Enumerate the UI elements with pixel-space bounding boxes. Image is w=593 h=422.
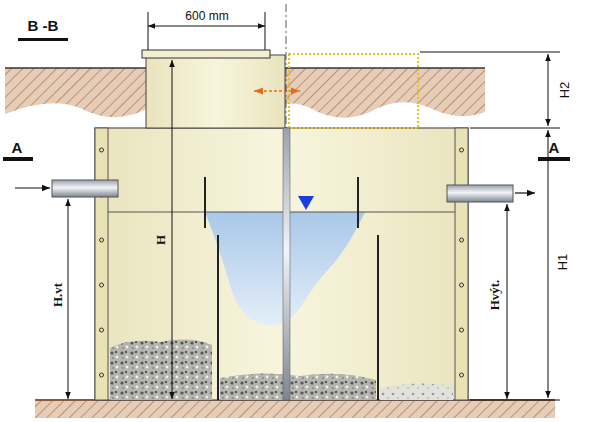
dimension-label: 600 mm	[185, 10, 228, 22]
section-marker: A	[12, 140, 23, 155]
section-marker: A	[549, 140, 560, 155]
dimension-label: H.vt	[51, 283, 64, 307]
dimension-label: H2	[558, 82, 571, 99]
section-label: B -B	[28, 18, 59, 33]
dimension-label: H	[154, 235, 167, 245]
dimension-label: H1	[556, 254, 569, 271]
dimension-label: Hvýt.	[488, 280, 501, 311]
